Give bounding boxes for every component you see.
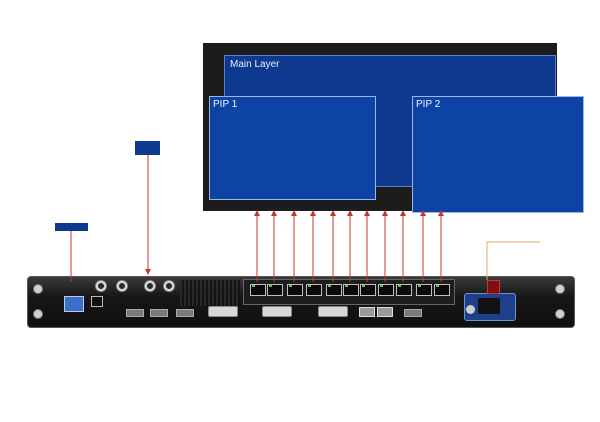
port-led — [398, 285, 401, 287]
port-led — [345, 285, 348, 287]
bnc-connector — [116, 280, 128, 292]
hdmi-port — [150, 309, 168, 317]
rj45-output-port — [360, 284, 376, 296]
power-callout-line — [486, 241, 540, 280]
rj45-output-port — [434, 284, 450, 296]
dvi-port — [208, 306, 238, 317]
control-ethernet-port — [91, 296, 103, 307]
rack-ear-hole — [555, 309, 565, 319]
hdmi-port — [126, 309, 144, 317]
bnc-connector — [144, 280, 156, 292]
hdmi-port — [404, 309, 422, 317]
rj45-output-port — [343, 284, 359, 296]
port-led — [436, 285, 439, 287]
dvi-port — [318, 306, 348, 317]
usb-port — [64, 296, 84, 312]
rack-ear-hole — [33, 309, 43, 319]
input-callout-tag — [135, 141, 160, 155]
pip1-window — [209, 96, 376, 200]
iec-socket — [478, 298, 500, 314]
dvi-port — [262, 306, 292, 317]
rj45-output-port — [250, 284, 266, 296]
port-led — [380, 285, 383, 287]
rj45-output-port — [267, 284, 283, 296]
rj45-output-port — [287, 284, 303, 296]
rack-ear-hole — [33, 284, 43, 294]
pip2-window — [412, 96, 584, 213]
hdmi-port — [176, 309, 194, 317]
rj45-output-port — [378, 284, 394, 296]
power-inlet-panel — [464, 293, 516, 321]
port-led — [418, 285, 421, 287]
pip1-label: PIP 1 — [213, 99, 238, 110]
port-led — [269, 285, 272, 287]
rack-ear-hole — [555, 284, 565, 294]
rj45-output-port — [396, 284, 412, 296]
power-switch[interactable] — [487, 280, 500, 294]
rj45-output-port — [326, 284, 342, 296]
port-led — [289, 285, 292, 287]
sfp-port — [359, 307, 375, 317]
port-led — [252, 285, 255, 287]
port-led — [328, 285, 331, 287]
bnc-connector — [163, 280, 175, 292]
bnc-connector — [95, 280, 107, 292]
pip2-label: PIP 2 — [416, 99, 441, 110]
power-knob — [466, 305, 475, 314]
port-led — [308, 285, 311, 287]
main-layer-label: Main Layer — [230, 59, 280, 70]
port-led — [362, 285, 365, 287]
rj45-output-port — [416, 284, 432, 296]
usb-callout-tag — [55, 223, 88, 231]
sfp-port — [377, 307, 393, 317]
rj45-output-port — [306, 284, 322, 296]
vent-grille — [180, 280, 240, 306]
